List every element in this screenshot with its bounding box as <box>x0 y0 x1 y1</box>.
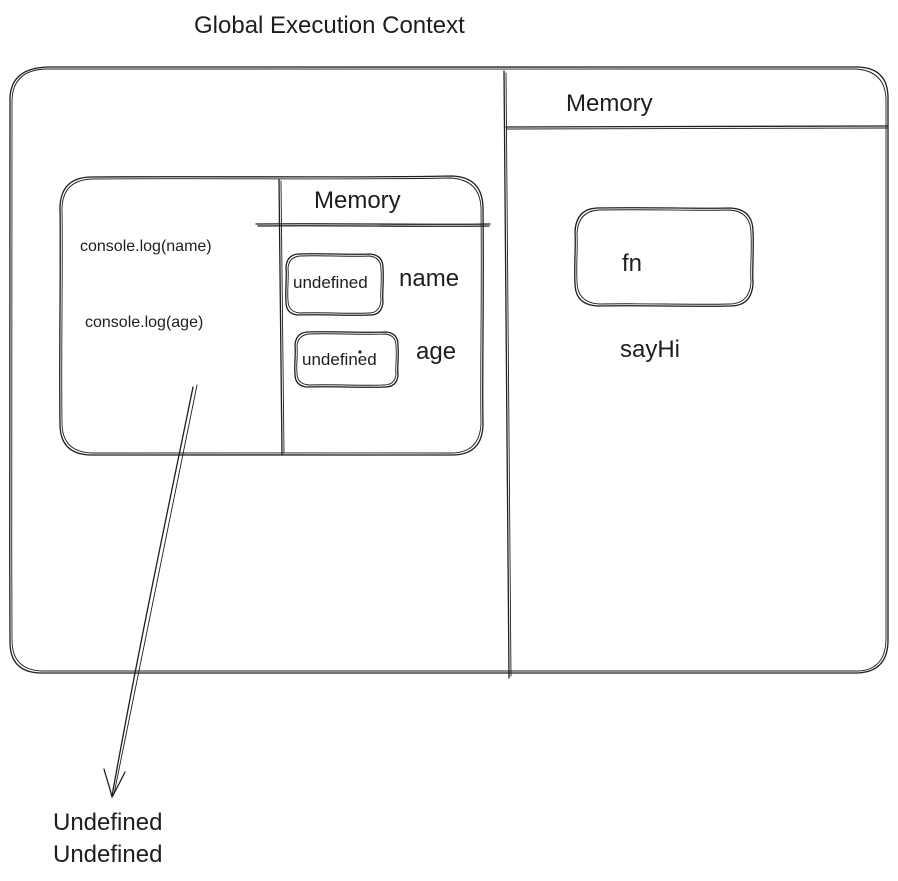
inner-memory-age-label: age <box>416 338 457 365</box>
diagram-title: Global Execution Context <box>194 12 465 39</box>
output-arrow <box>103 384 198 798</box>
inner-memory-name-label: name <box>399 265 460 292</box>
inner-memory-heading: Memory <box>314 187 401 214</box>
global-memory-fn-name: sayHi <box>620 336 681 363</box>
global-memory-underline <box>505 125 889 130</box>
global-memory-heading: Memory <box>566 90 653 117</box>
global-context-divider <box>503 70 512 679</box>
global-memory-fn-value: fn <box>622 250 643 277</box>
stray-dot <box>358 350 362 354</box>
output-line-1: Undefined <box>53 809 163 836</box>
inner-memory-name-box <box>285 253 384 316</box>
inner-memory-age-value: undefined <box>302 350 377 369</box>
global-memory-fn-box <box>574 207 754 307</box>
inner-memory-age-box <box>294 331 399 388</box>
inner-context-box <box>59 175 484 456</box>
inner-memory-underline <box>255 223 491 227</box>
code-line-age: console.log(age) <box>85 314 204 331</box>
inner-context-divider <box>278 178 285 456</box>
inner-memory-name-value: undefined <box>293 273 368 292</box>
output-line-2: Undefined <box>53 841 163 868</box>
global-context-box <box>9 66 889 674</box>
code-line-name: console.log(name) <box>80 238 212 255</box>
